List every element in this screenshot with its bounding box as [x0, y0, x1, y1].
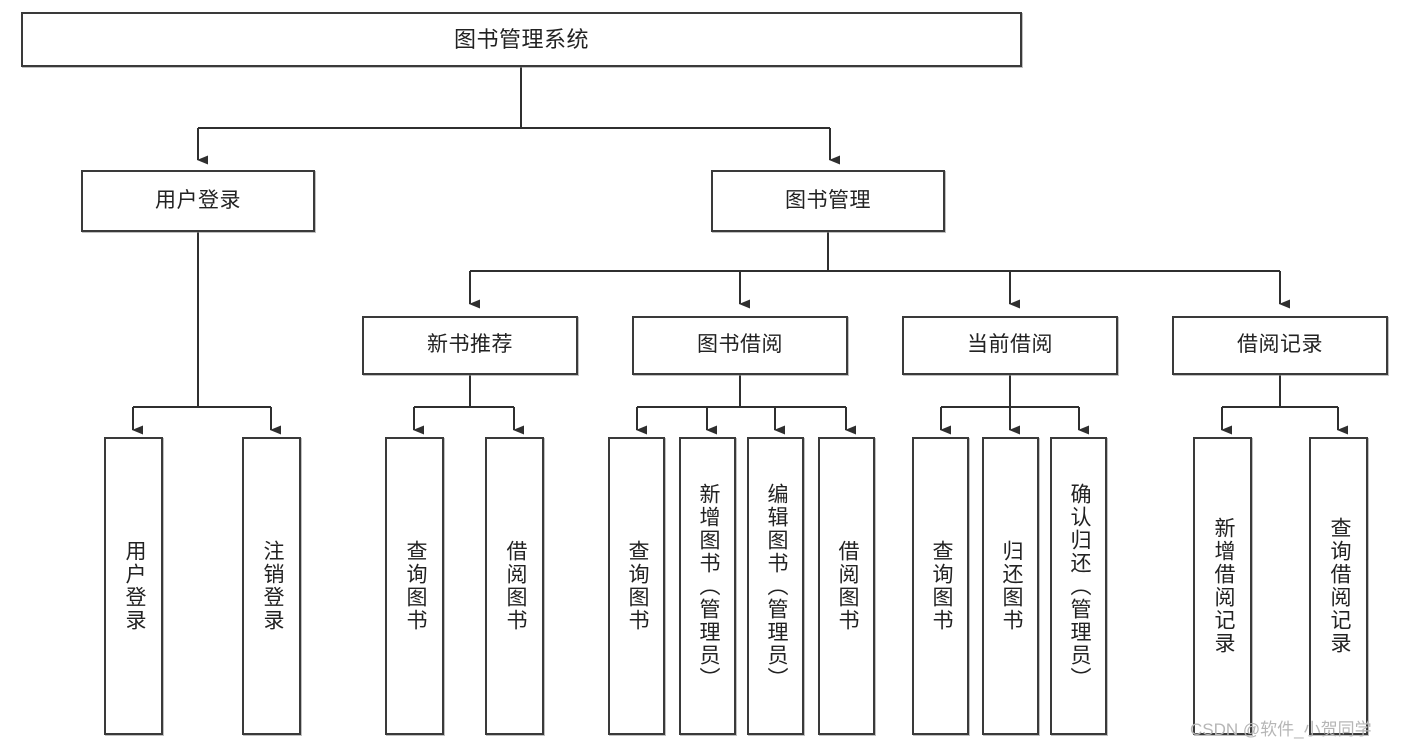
node-leaf-borrow-book-2[interactable]: 借阅图书: [818, 437, 875, 735]
node-label: 用户登录: [122, 540, 146, 632]
node-leaf-confirm-return[interactable]: 确认归还（管理员）: [1050, 437, 1107, 735]
node-label: 归还图书: [999, 540, 1023, 632]
node-new-book-recommend[interactable]: 新书推荐: [362, 316, 578, 375]
node-user-login[interactable]: 用户登录: [81, 170, 315, 232]
node-label: 借阅记录: [1237, 333, 1323, 357]
node-label: 注销登录: [260, 540, 284, 632]
node-label: 查询借阅记录: [1327, 517, 1351, 655]
node-leaf-return-book[interactable]: 归还图书: [982, 437, 1039, 735]
node-label: 当前借阅: [967, 333, 1053, 357]
node-leaf-query-record[interactable]: 查询借阅记录: [1309, 437, 1368, 735]
node-label: 图书借阅: [697, 333, 783, 357]
node-book-borrow[interactable]: 图书借阅: [632, 316, 848, 375]
node-label: 查询图书: [403, 540, 427, 632]
node-leaf-add-record[interactable]: 新增借阅记录: [1193, 437, 1252, 735]
node-label: 编辑图书（管理员）: [764, 482, 788, 690]
node-label: 新增借阅记录: [1211, 517, 1235, 655]
node-leaf-add-book[interactable]: 新增图书（管理员）: [679, 437, 736, 735]
node-leaf-query-book-1[interactable]: 查询图书: [385, 437, 444, 735]
node-label: 图书管理系统: [453, 26, 589, 52]
node-leaf-user-login[interactable]: 用户登录: [104, 437, 163, 735]
node-book-management[interactable]: 图书管理: [711, 170, 945, 232]
node-leaf-query-book-3[interactable]: 查询图书: [912, 437, 969, 735]
node-label: 确认归还（管理员）: [1067, 482, 1091, 690]
node-label: 借阅图书: [835, 540, 859, 632]
node-leaf-edit-book[interactable]: 编辑图书（管理员）: [747, 437, 804, 735]
node-label: 新书推荐: [427, 333, 513, 357]
node-label: 查询图书: [625, 540, 649, 632]
node-current-borrow[interactable]: 当前借阅: [902, 316, 1118, 375]
node-leaf-logout-login[interactable]: 注销登录: [242, 437, 301, 735]
csdn-watermark: CSDN @软件_小贺同学: [1190, 720, 1372, 739]
node-leaf-query-book-2[interactable]: 查询图书: [608, 437, 665, 735]
node-borrow-record[interactable]: 借阅记录: [1172, 316, 1388, 375]
node-label: 用户登录: [155, 188, 241, 212]
node-label: 图书管理: [785, 188, 871, 212]
node-root-system[interactable]: 图书管理系统: [21, 12, 1022, 67]
node-leaf-borrow-book-1[interactable]: 借阅图书: [485, 437, 544, 735]
node-label: 借阅图书: [503, 540, 527, 632]
node-label: 查询图书: [929, 540, 953, 632]
node-label: 新增图书（管理员）: [696, 482, 720, 690]
